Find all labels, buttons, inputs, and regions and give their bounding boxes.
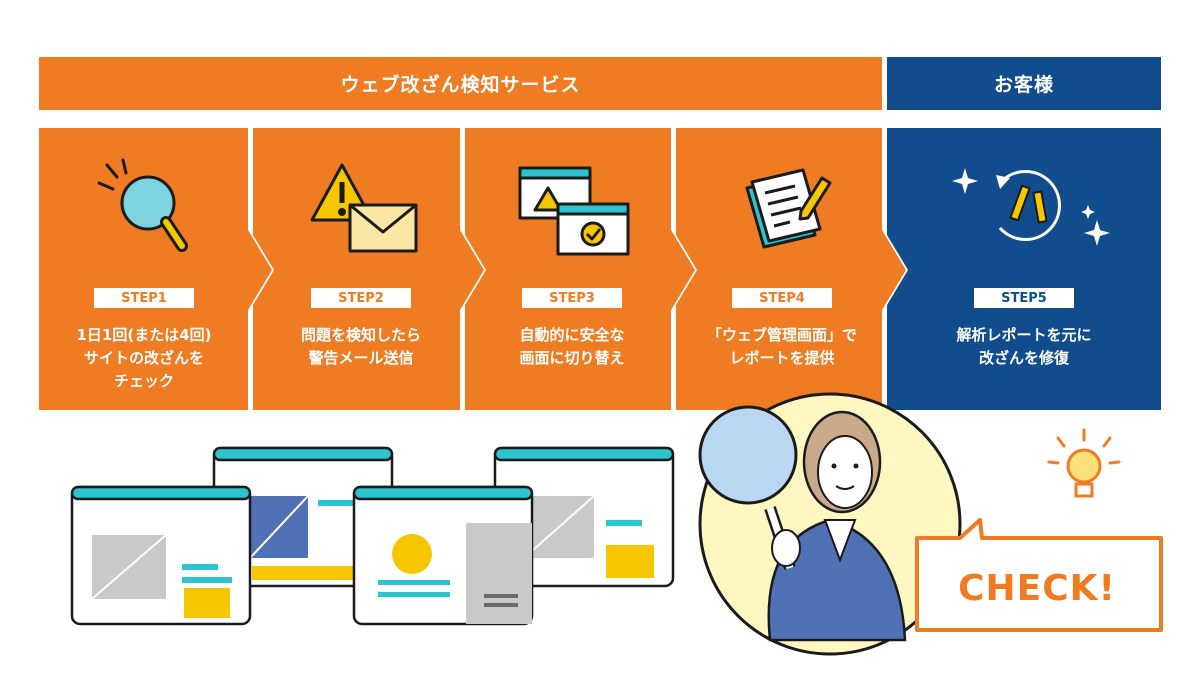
check-bubble-text: CHECK! [958,567,1116,609]
step2-description: 問題を検知したら 警告メール送信 [300,326,421,367]
step3-label: STEP3 [522,288,622,308]
browser-window-4 [493,446,675,588]
step2-panel [253,128,484,410]
step1-description: 1日1回(または4回) サイトの改ざんを チェック [76,326,212,390]
report-document-icon [745,168,832,249]
step3-description: 自動的に安全な 画面に切り替え [519,326,625,367]
step4-label: STEP4 [732,288,832,308]
safe-screen-switch-icon [518,166,630,256]
browser-window-2 [212,446,394,588]
step1-panel [39,128,272,410]
client-header: お客様 [887,57,1161,110]
repair-tools-icon [952,168,1110,246]
step4-description: 「ウェブ管理画面」で レポートを提供 [706,326,857,367]
service-header: ウェブ改ざん検知サービス [39,57,882,110]
inspector-person-illustration [698,392,962,656]
browser-window-1 [70,485,252,626]
step1-label: STEP1 [94,288,194,308]
magnifier-icon [97,158,188,252]
lightbulb-icon [1047,428,1121,498]
browser-window-3 [352,485,534,626]
warning-mail-icon [310,163,418,253]
step2-label: STEP2 [311,288,411,308]
step5-label: STEP5 [974,288,1074,308]
check-speech-bubble [915,518,1163,632]
step5-panel [887,128,1161,410]
step4-panel [676,128,906,410]
step5-description: 解析レポートを元に 改ざんを修復 [956,326,1092,367]
